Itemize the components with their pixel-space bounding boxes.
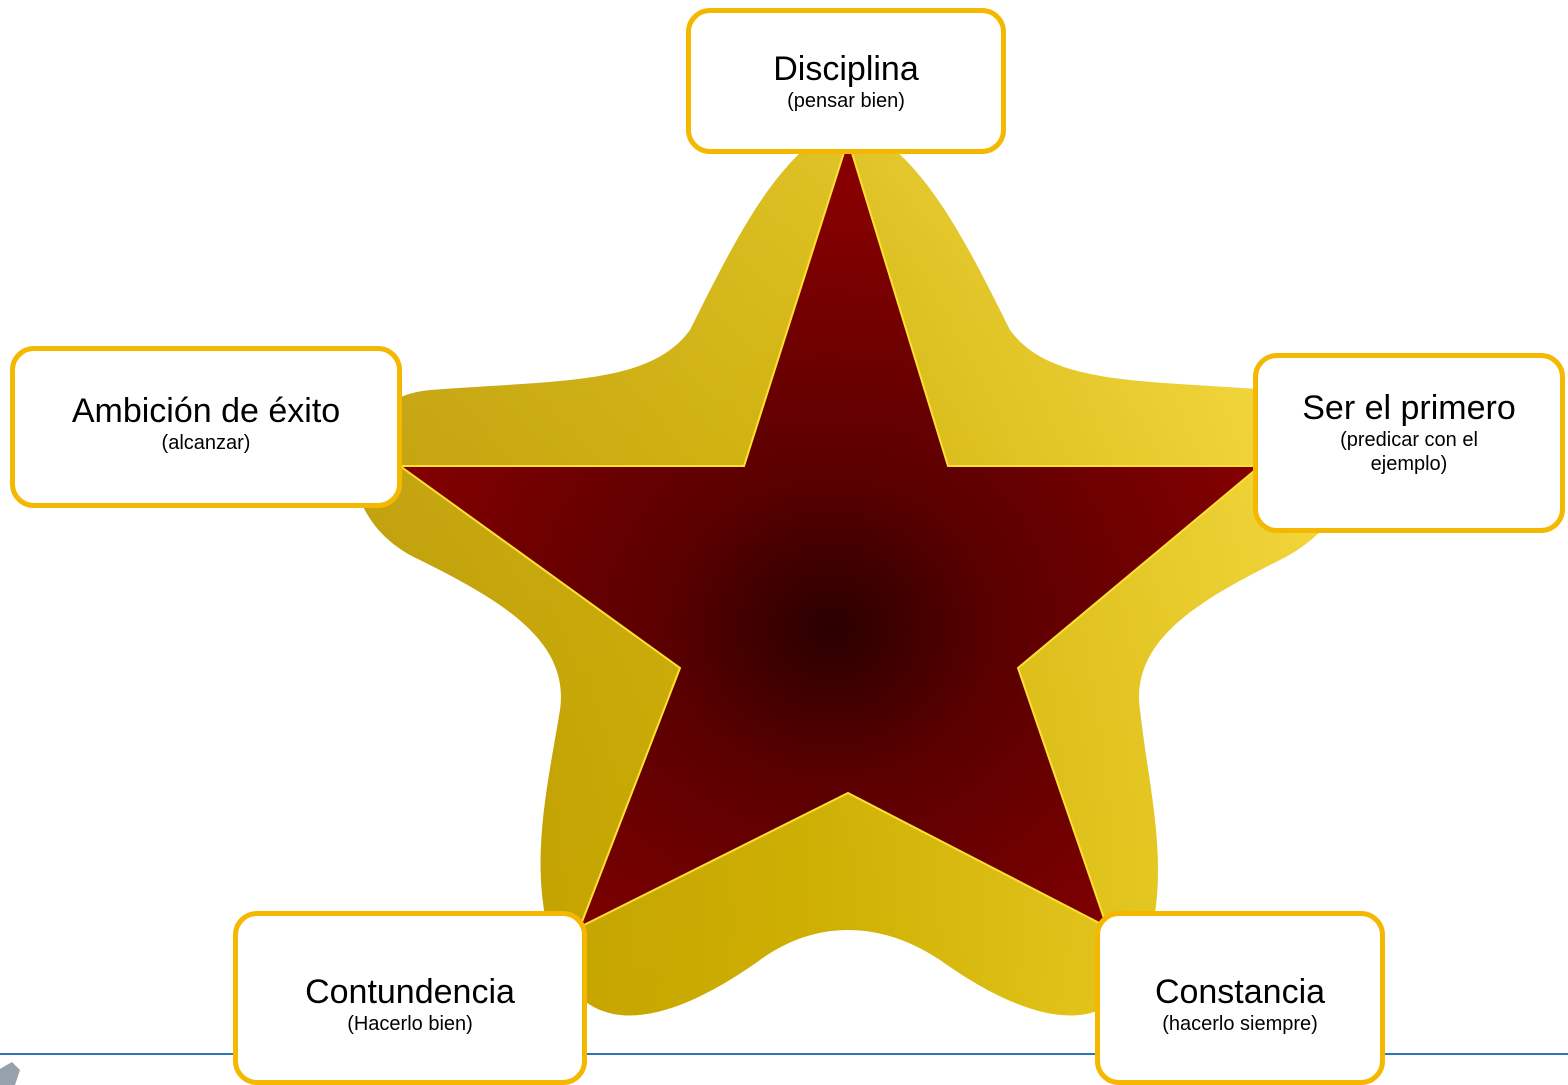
callout-disciplina: Disciplina (pensar bien) [686,8,1006,154]
callout-contundencia: Contundencia (Hacerlo bien) [233,911,587,1085]
callout-title: Constancia [1154,973,1326,1011]
callout-subtitle: (alcanzar) [161,432,251,454]
callout-subtitle: (predicar con el ejemplo) [1340,429,1478,475]
callout-title: Ambición de éxito [71,392,341,430]
callout-ser-el-primero: Ser el primero (predicar con el ejemplo) [1253,353,1565,533]
callout-subtitle: (hacerlo siempre) [1162,1013,1318,1035]
callout-subtitle: (Hacerlo bien) [347,1013,473,1035]
footer-rule [0,1053,1568,1055]
callout-subtitle: (pensar bien) [787,90,905,112]
callout-title: Contundencia [305,973,515,1011]
callout-title: Disciplina [773,50,919,88]
corner-logo-fragment [0,1062,20,1085]
callout-constancia: Constancia (hacerlo siempre) [1095,911,1385,1085]
callout-title: Ser el primero [1302,389,1516,427]
callout-ambicion-de-exito: Ambición de éxito (alcanzar) [10,346,402,508]
inner-red-star [396,136,1263,930]
